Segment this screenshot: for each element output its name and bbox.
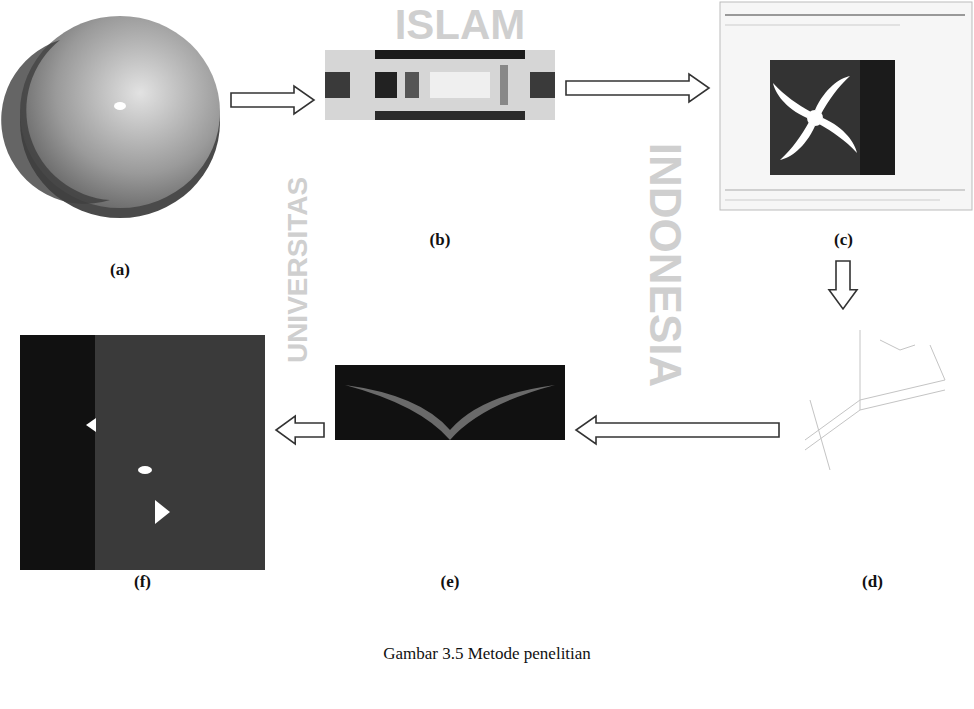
mesh-drawing [805,330,945,470]
panel-label: (e) [441,571,460,593]
section-picture [335,365,565,440]
panel-label: (f) [134,571,151,593]
block-arrow [276,416,324,444]
figure-panel: (b) [320,45,560,255]
figure-panel: (d) [785,315,960,595]
watermark-text: ISLAM [395,4,526,46]
block-arrow [231,86,314,114]
figure-panel: (f) [15,330,270,595]
panel-label: (a) [110,259,130,281]
figure-panel: (a) [15,5,225,290]
panel-label: (b) [430,229,451,251]
watermark-text: INDONESIA [643,143,687,387]
disc-picture [1,16,220,218]
watermark-text: UNIVERSITAS [284,177,312,363]
figure-panel: (e) [330,355,570,595]
software-screenshot [720,2,972,210]
figure-panel: (c) [715,0,972,255]
block-arrow [829,261,857,309]
panel-label: (d) [862,571,883,593]
panel-label: (c) [834,229,853,251]
simulation-picture [20,335,265,570]
figure-caption: Gambar 3.5 Metode penelitian [383,644,591,664]
mould-picture [325,50,555,120]
block-arrow [566,74,709,102]
block-arrow [576,416,779,444]
